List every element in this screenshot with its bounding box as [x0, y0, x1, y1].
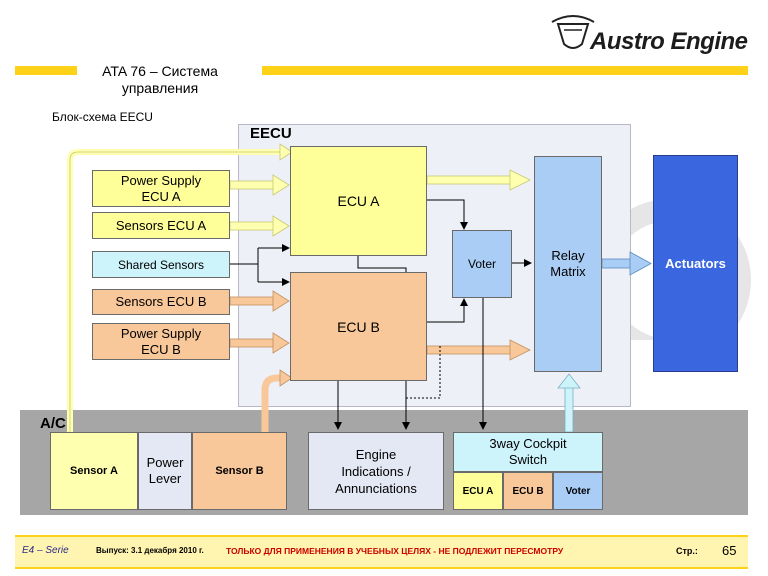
- switch-voter-box: Voter: [553, 472, 603, 510]
- power-supply-ecu-b-box: Power Supply ECU B: [92, 323, 230, 360]
- helmet-logo-icon: [551, 15, 595, 49]
- ecu-b-box: ECU B: [290, 272, 427, 381]
- footer-series: E4 – Serie: [22, 545, 69, 556]
- header-accent-bar-left: [15, 66, 77, 75]
- footer: E4 – Serie Выпуск: 3.1 декабря 2010 г. Т…: [0, 535, 768, 569]
- ac-label: A/C: [40, 415, 66, 432]
- ecu-a-box: ECU A: [290, 146, 427, 256]
- eecu-label: EECU: [250, 125, 292, 142]
- footer-bar: [15, 535, 748, 569]
- sensor-b-box: Sensor B: [192, 432, 287, 510]
- page-subtitle: Блок-схема EECU: [52, 110, 153, 124]
- sensors-ecu-b-box: Sensors ECU B: [92, 289, 230, 315]
- header-accent-bar-right: [262, 66, 748, 75]
- relay-matrix-box: Relay Matrix: [534, 156, 602, 372]
- cockpit-switch-box: 3way Cockpit Switch: [453, 432, 603, 472]
- actuators-box: Actuators: [653, 155, 738, 372]
- power-lever-box: Power Lever: [138, 432, 192, 510]
- footer-page-number: 65: [722, 543, 737, 558]
- voter-box: Voter: [452, 230, 512, 298]
- logo-text: Austro Engine: [590, 28, 748, 55]
- footer-notice: ТОЛЬКО ДЛЯ ПРИМЕНЕНИЯ В УЧЕБНЫХ ЦЕЛЯХ - …: [226, 546, 564, 556]
- switch-ecu-a-box: ECU A: [453, 472, 503, 510]
- shared-sensors-box: Shared Sensors: [92, 251, 230, 278]
- page-title: ATA 76 – Система управления: [102, 63, 218, 96]
- sensors-ecu-a-box: Sensors ECU A: [92, 212, 230, 239]
- switch-ecu-b-box: ECU B: [503, 472, 553, 510]
- engine-indications-box: Engine Indications / Annunciations: [308, 432, 444, 510]
- footer-issue: Выпуск: 3.1 декабря 2010 г.: [96, 546, 204, 555]
- power-supply-ecu-a-box: Power Supply ECU A: [92, 170, 230, 207]
- footer-page-label: Стр.:: [676, 546, 698, 556]
- sensor-a-box: Sensor A: [50, 432, 138, 510]
